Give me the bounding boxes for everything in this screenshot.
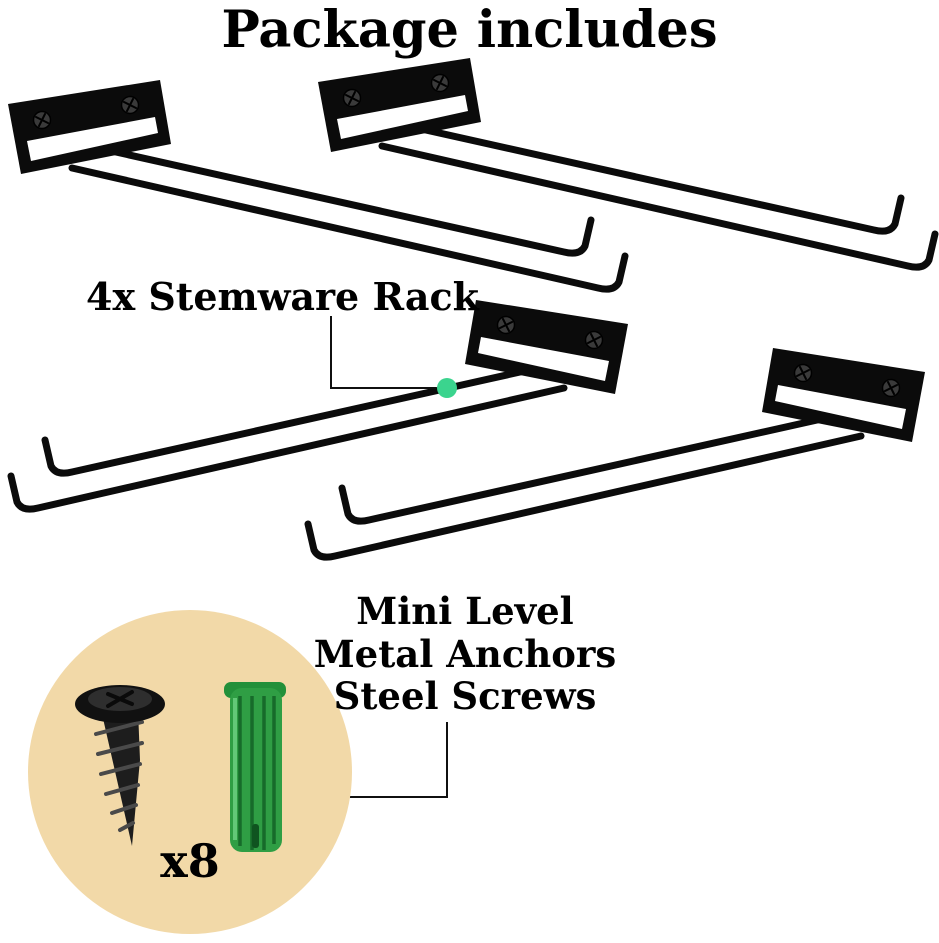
rack-label: 4x Stemware Rack: [86, 274, 480, 319]
hardware-callout-line: [350, 722, 448, 798]
steel-screw-icon: [75, 685, 165, 846]
rack-callout-dot-icon: [437, 378, 457, 398]
hardware-label-mini-level: Mini Level: [356, 589, 574, 633]
hardware-circle: x8: [28, 610, 352, 934]
page-title: Package includes: [221, 0, 718, 60]
hardware-labels: Mini Level Metal Anchors Steel Screws: [258, 590, 672, 718]
stemware-rack-1: [8, 80, 625, 289]
hardware-label-metal-anchors: Metal Anchors: [313, 631, 617, 676]
hardware-quantity: x8: [160, 834, 220, 888]
stemware-rack-2: [318, 58, 935, 267]
hardware-graphic: [75, 682, 286, 852]
hardware-label-steel-screws: Steel Screws: [333, 674, 597, 719]
rack-callout-line: [330, 316, 436, 389]
stemware-rack-3: [11, 300, 628, 509]
wall-anchor-icon: [224, 682, 286, 852]
